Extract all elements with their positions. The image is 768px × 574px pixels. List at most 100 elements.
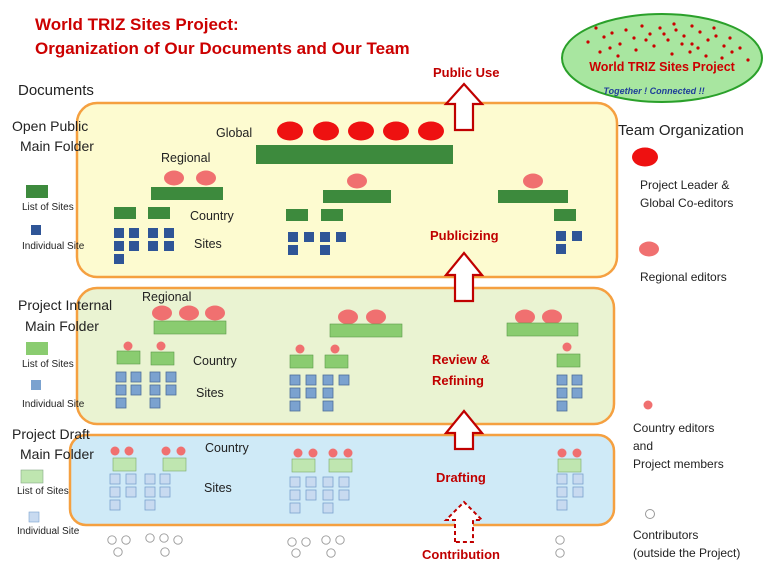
logo-globe — [561, 13, 763, 103]
country-list-of-sites — [116, 350, 141, 365]
internal-list-legend: List of Sites — [22, 359, 74, 370]
country-editor-legend-icon — [643, 400, 653, 410]
public-site-legend: Individual Site — [22, 241, 85, 252]
individual-site — [289, 400, 301, 412]
draft-list-legend: List of Sites — [17, 486, 69, 497]
logo-map-dot — [680, 42, 684, 46]
regional-editor-node — [164, 170, 184, 186]
public-global-editors — [277, 121, 444, 141]
country-editor-node — [343, 448, 353, 458]
project-leader-legend-2: Global Co-editors — [640, 196, 733, 210]
individual-site — [109, 473, 121, 485]
individual-site — [322, 387, 334, 399]
individual-site — [144, 473, 156, 485]
individual-site — [304, 232, 314, 242]
draft-folder-name-1: Project Draft — [12, 426, 90, 442]
individual-site — [571, 387, 583, 399]
global-list-of-sites — [256, 145, 453, 164]
country-list-of-sites — [328, 458, 353, 473]
country-editor-legend-2: and — [633, 439, 653, 453]
individual-site — [322, 400, 334, 412]
logo-map-dot — [706, 38, 710, 42]
review-label-2: Refining — [432, 373, 484, 388]
regional-editor-node — [205, 305, 225, 321]
individual-site — [572, 473, 584, 485]
logo-map-dot — [598, 50, 602, 54]
country-editor-node — [110, 446, 120, 456]
country-editor-node — [123, 341, 133, 351]
internal-site-legend-swatch — [31, 380, 41, 390]
contributor-node — [291, 548, 301, 558]
individual-site — [322, 489, 334, 501]
individual-site — [305, 374, 317, 386]
country-list-of-sites — [324, 354, 349, 369]
individual-site — [144, 486, 156, 498]
drafting-label: Drafting — [436, 470, 486, 485]
global-editor-node — [277, 121, 303, 141]
internal-country-label: Country — [193, 354, 238, 368]
regional-editor-node — [366, 309, 386, 325]
project-leader-legend-icon — [632, 147, 658, 167]
public-country-label: Country — [190, 209, 235, 223]
global-editor-node — [348, 121, 374, 141]
contributor-node — [107, 535, 117, 545]
logo-map-dot — [648, 32, 652, 36]
draft-folder-name-2: Main Folder — [20, 446, 94, 462]
logo-map-dot — [720, 56, 724, 60]
logo-map-dot — [690, 24, 694, 28]
logo-map-dot — [682, 34, 686, 38]
individual-site — [556, 486, 568, 498]
logo-map-dot — [658, 26, 662, 30]
contributor-node — [326, 548, 336, 558]
contributor-node — [145, 533, 155, 543]
global-editor-node — [418, 121, 444, 141]
contribution-label: Contribution — [422, 547, 500, 562]
regional-list-of-sites — [323, 190, 391, 203]
logo-map-dot — [632, 36, 636, 40]
project-leader-legend-1: Project Leader & — [640, 178, 729, 192]
draft-list-legend-swatch — [20, 469, 44, 484]
individual-site — [322, 374, 334, 386]
contributor-node — [160, 547, 170, 557]
regional-editor-node — [523, 173, 543, 189]
regional-editor-node — [338, 309, 358, 325]
country-list-of-sites — [557, 458, 582, 473]
individual-site — [144, 499, 156, 511]
individual-site — [149, 397, 161, 409]
internal-regional-label: Regional — [142, 290, 191, 304]
country-list-of-sites — [148, 207, 170, 219]
individual-site — [125, 473, 137, 485]
individual-site — [165, 384, 177, 396]
country-list-of-sites — [289, 354, 314, 369]
global-editor-node — [313, 121, 339, 141]
public-regional-label: Regional — [161, 151, 210, 165]
logo-map-dot — [662, 32, 666, 36]
internal-sites-label: Sites — [196, 386, 224, 400]
individual-site — [148, 228, 158, 238]
country-editor-node — [176, 446, 186, 456]
contributor-legend-icon — [645, 509, 655, 519]
individual-site — [130, 384, 142, 396]
logo-map-dot — [712, 26, 716, 30]
draft-country-label: Country — [205, 441, 250, 455]
country-editor-node — [572, 448, 582, 458]
public-use-arrow — [443, 82, 485, 132]
country-list-of-sites — [162, 457, 187, 472]
country-editor-node — [557, 448, 567, 458]
logo-map-dots — [586, 22, 750, 62]
public-list-legend-swatch — [26, 185, 48, 198]
individual-site — [164, 228, 174, 238]
regional-list-of-sites — [498, 190, 568, 203]
individual-site — [572, 486, 584, 498]
country-editor-node — [161, 446, 171, 456]
regional-editor-node — [179, 305, 199, 321]
country-editor-node — [562, 342, 572, 352]
logo-map-dot — [652, 44, 656, 48]
individual-site — [289, 374, 301, 386]
individual-site — [320, 232, 330, 242]
individual-site — [159, 473, 171, 485]
country-list-of-sites — [554, 209, 576, 221]
contributor-node — [555, 535, 565, 545]
publicizing-arrow — [443, 251, 485, 303]
